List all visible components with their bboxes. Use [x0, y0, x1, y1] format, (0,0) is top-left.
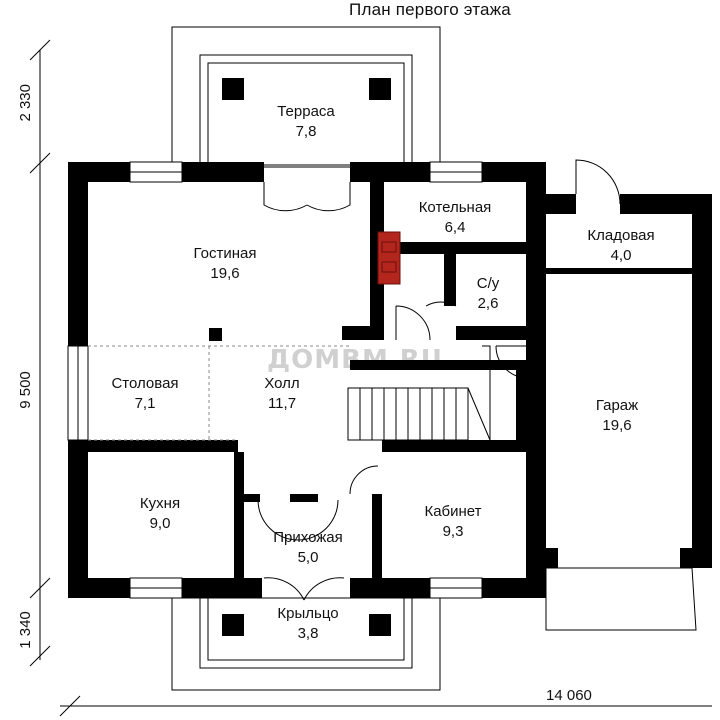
wall [370, 162, 384, 338]
entry-door [257, 499, 339, 541]
room-name-garage: Гараж [596, 397, 638, 414]
wc-door [425, 301, 457, 307]
wall [350, 360, 526, 370]
wall [182, 578, 262, 598]
room-name-hall: Холл [264, 375, 299, 392]
dim-bottom-depth: 1 340 [17, 611, 34, 649]
room-name-office: Кабинет [424, 503, 481, 520]
room-name-entry: Прихожая [273, 529, 343, 546]
porch-door [263, 577, 345, 601]
dim-top-depth: 2 330 [17, 84, 34, 122]
columns [222, 78, 391, 636]
room-area-wc: 2,6 [478, 295, 499, 312]
room-area-terrace: 7,8 [296, 123, 317, 140]
column [369, 78, 391, 100]
wall [68, 440, 88, 598]
room-area-garage: 19,6 [602, 417, 631, 434]
room-name-wc: С/у [477, 275, 500, 292]
room-name-storage: Кладовая [587, 227, 654, 244]
stove [377, 231, 401, 285]
wall [680, 548, 712, 568]
room-name-terrace: Терраса [277, 103, 335, 120]
column [222, 78, 244, 100]
room-area-living: 19,6 [210, 265, 239, 282]
wall [182, 162, 264, 182]
wall [290, 494, 318, 502]
wall [244, 494, 260, 502]
room-name-boiler: Котельная [419, 199, 492, 216]
storage-door [575, 159, 621, 205]
wall [692, 194, 712, 568]
dimension-lines [29, 39, 712, 717]
walls [68, 162, 712, 598]
wall [620, 194, 712, 214]
room-area-office: 9,3 [443, 523, 464, 540]
wall [546, 194, 576, 214]
doors [257, 159, 621, 601]
wall [342, 326, 384, 340]
wall [456, 326, 526, 340]
boiler-door [395, 305, 431, 341]
wall [209, 328, 222, 341]
room-name-living: Гостиная [194, 245, 257, 262]
column [222, 614, 244, 636]
page-title: План первого этажа [349, 0, 511, 19]
office-door [349, 465, 379, 495]
wall [68, 578, 130, 598]
column [369, 614, 391, 636]
wall [546, 268, 692, 274]
room-area-kitchen: 9,0 [150, 515, 171, 532]
wall [350, 162, 430, 182]
wall [234, 452, 244, 578]
staircase [347, 345, 491, 441]
wall [516, 370, 526, 440]
room-area-dining: 7,1 [135, 395, 156, 412]
room-name-dining: Столовая [111, 375, 178, 392]
zone-lines [88, 345, 350, 441]
wall [350, 578, 430, 598]
windows [67, 161, 483, 599]
room-area-porch: 3,8 [298, 625, 319, 642]
room-area-storage: 4,0 [611, 247, 632, 264]
wall [546, 548, 558, 568]
wall [444, 254, 456, 306]
room-area-entry: 5,0 [298, 549, 319, 566]
dim-total-width: 14 060 [546, 687, 592, 704]
room-area-hall: 11,7 [268, 395, 296, 412]
wall [372, 494, 382, 578]
room-name-porch: Крыльцо [277, 605, 338, 622]
wall [382, 440, 526, 452]
terrace-outline [171, 26, 441, 168]
wall [526, 162, 546, 598]
wall [68, 162, 88, 346]
wall [88, 440, 238, 452]
room-area-boiler: 6,4 [445, 219, 466, 236]
terrace-door [263, 182, 351, 212]
garage-door [495, 345, 529, 379]
wall [384, 242, 526, 254]
room-name-kitchen: Кухня [140, 495, 180, 512]
room-labels: Терраса 7,8 Гостиная 19,6 Котельная 6,4 … [111, 103, 654, 642]
dim-main-depth: 9 500 [17, 371, 34, 409]
porch-outline [171, 597, 441, 691]
garage-gate [545, 567, 697, 631]
